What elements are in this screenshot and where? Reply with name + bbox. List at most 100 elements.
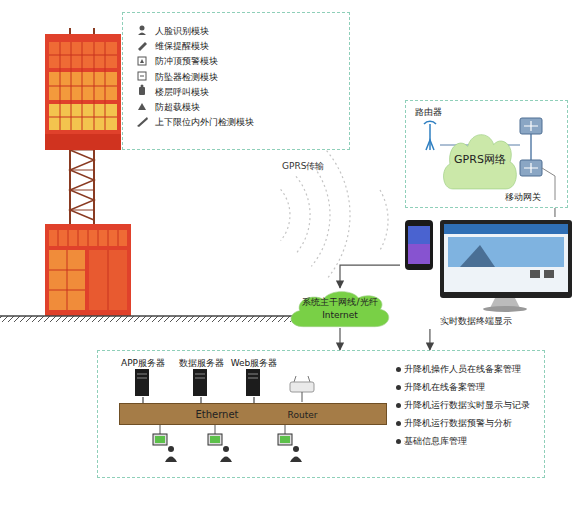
workstations bbox=[155, 436, 165, 443]
connector bbox=[340, 265, 400, 288]
gateway-icon bbox=[524, 121, 538, 131]
hoist-cage bbox=[45, 34, 121, 150]
server: APP服务器 bbox=[118, 357, 168, 397]
transmission-label: GPRS传输 bbox=[282, 160, 342, 173]
connector bbox=[142, 397, 143, 403]
cloud-label: GPRS网络 bbox=[439, 153, 521, 166]
router-icon bbox=[302, 392, 303, 402]
module-panel: 人脸识别模块维保提醒模块防冲顶预警模块防坠器检测模块楼层呼叫模块防超载模块上下限… bbox=[122, 12, 350, 150]
workstations bbox=[293, 446, 299, 452]
wireless-arcs bbox=[281, 151, 388, 280]
network-label: 路由器 bbox=[415, 106, 455, 119]
gateway-link bbox=[542, 168, 555, 200]
ground-line bbox=[0, 315, 330, 317]
module-icons bbox=[139, 87, 145, 95]
ground-line bbox=[0, 316, 330, 322]
network-label: 移动网关 bbox=[505, 191, 557, 204]
internet-cloud: 系统主干网线/光纤 Internet bbox=[285, 288, 395, 328]
cloud-label: 系统主干网线/光纤 Internet bbox=[298, 296, 382, 322]
monitor bbox=[448, 237, 564, 267]
connector bbox=[253, 397, 254, 403]
wireless-arcs bbox=[296, 176, 310, 253]
workstations bbox=[208, 434, 222, 445]
mobile-phone bbox=[408, 244, 430, 264]
gateway-icon bbox=[520, 160, 542, 176]
gateway-icon bbox=[524, 163, 538, 173]
monitor bbox=[483, 306, 527, 312]
terminal-caption: 实时数据终端显示 bbox=[440, 315, 560, 328]
module-icons bbox=[140, 26, 145, 31]
function-item: 升降机运行数据实时显示与记录 bbox=[404, 399, 544, 412]
hoist-cage bbox=[45, 34, 121, 150]
module-item: 人脸识别模块 bbox=[155, 25, 325, 38]
server-icons bbox=[137, 374, 258, 378]
wireless-arcs bbox=[380, 190, 388, 250]
workstation-links bbox=[215, 424, 216, 434]
workstations bbox=[168, 446, 174, 452]
platform-panel: 升降机操作人员在线备案管理升降机在线备案管理升降机运行数据实时显示与记录升降机运… bbox=[97, 350, 545, 478]
cloud-shape bbox=[285, 288, 395, 328]
server-label: Web服务器 bbox=[224, 357, 284, 370]
hoist-base-cage bbox=[45, 224, 131, 316]
monitor bbox=[444, 224, 568, 292]
ground-line bbox=[0, 316, 330, 322]
workstations bbox=[153, 434, 167, 445]
router-icon bbox=[294, 376, 296, 382]
function-item: 升降机操作人员在线备案管理 bbox=[404, 363, 544, 376]
monitor bbox=[544, 270, 554, 278]
module-item: 楼层呼叫模块 bbox=[155, 86, 325, 99]
server-icons bbox=[193, 369, 207, 396]
workstations bbox=[278, 434, 292, 445]
connector bbox=[339, 328, 340, 350]
gprs-cloud: GPRS网络 bbox=[439, 129, 521, 191]
workstations bbox=[280, 436, 290, 443]
gateway-icon bbox=[530, 134, 532, 160]
module-item: 防超载模块 bbox=[155, 101, 325, 114]
module-item: 上下限位内外门检测模块 bbox=[155, 116, 325, 129]
connector bbox=[554, 208, 555, 217]
module-icons bbox=[140, 59, 144, 63]
module-icons bbox=[138, 57, 146, 65]
function-item: 升降机运行数据预警与分析 bbox=[404, 417, 544, 430]
module-icons bbox=[138, 33, 146, 36]
wireless-arcs bbox=[327, 151, 350, 280]
bar-label: Router bbox=[280, 409, 325, 422]
connector bbox=[429, 329, 430, 350]
server-icons bbox=[135, 369, 260, 396]
elevator-mast bbox=[70, 170, 94, 171]
monitor bbox=[440, 220, 572, 298]
module-icons bbox=[137, 117, 148, 127]
workstation-links bbox=[160, 424, 285, 434]
module-icons bbox=[138, 103, 146, 110]
monitor bbox=[444, 224, 568, 234]
ethernet-bar: Ethernet Router bbox=[119, 403, 387, 425]
workstation-links bbox=[160, 424, 161, 434]
module-item: 防坠器检测模块 bbox=[155, 71, 325, 84]
display-terminal: 实时数据终端显示 bbox=[400, 217, 575, 329]
function-item: 升降机在线备案管理 bbox=[404, 381, 544, 394]
connector bbox=[200, 397, 201, 403]
mobile-phone bbox=[405, 220, 433, 270]
monitor bbox=[530, 270, 540, 278]
hoist-cage bbox=[49, 42, 117, 130]
workstations bbox=[220, 457, 232, 463]
module-icons bbox=[137, 26, 148, 128]
server: Web服务器 bbox=[229, 357, 279, 397]
monitor bbox=[460, 245, 495, 267]
module-icons bbox=[140, 76, 144, 77]
workstations bbox=[165, 457, 177, 463]
hoist-base-cage bbox=[45, 224, 131, 316]
bar-label: Ethernet bbox=[182, 408, 252, 421]
antenna-icon bbox=[424, 121, 436, 150]
workstation-links bbox=[285, 424, 286, 434]
monitor bbox=[440, 220, 572, 312]
module-item: 防冲顶预警模块 bbox=[155, 55, 325, 68]
elevator-mast bbox=[70, 190, 94, 191]
workstations bbox=[223, 446, 229, 452]
hoist-base-cage bbox=[49, 230, 118, 310]
router-icon bbox=[290, 382, 314, 392]
